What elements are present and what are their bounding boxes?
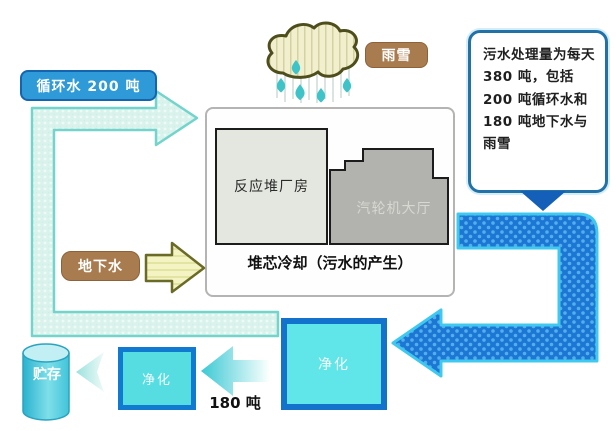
rain-streaks: [276, 58, 350, 103]
core-cooling-caption: 堆芯冷却（污水的产生）: [247, 254, 413, 272]
amount-180-label: 180 吨: [209, 394, 261, 412]
callout-text: 污水处理量为每天 380 吨，包括 200 吨循环水和 180 吨地下水与雨雪: [483, 47, 595, 153]
cloud-icon: [266, 21, 360, 79]
circulating-water-label: 循环水 200 吨: [20, 70, 157, 101]
rain-snow-label: 雨雪: [365, 42, 428, 68]
transfer-arrow-to-secondary: [201, 346, 269, 396]
purify-box-main: 净化: [281, 318, 387, 410]
reactor-building-label: 反应堆厂房: [234, 179, 309, 195]
purify-secondary-label: 净化: [141, 373, 172, 388]
groundwater-label: 地下水: [61, 251, 140, 281]
turbine-hall-label: 汽轮机大厅: [356, 201, 432, 217]
groundwater-arrow: [144, 241, 206, 294]
storage-label: 贮存: [33, 367, 61, 383]
callout-pointer: [520, 191, 566, 211]
raindrop-icons: [276, 60, 352, 103]
transfer-arrow-to-storage: [76, 352, 104, 392]
purify-main-label: 净化: [318, 357, 350, 373]
callout-bubble: 污水处理量为每天 380 吨，包括 200 吨循环水和 180 吨地下水与雨雪: [468, 30, 608, 193]
purify-box-secondary: 净化: [118, 347, 196, 410]
